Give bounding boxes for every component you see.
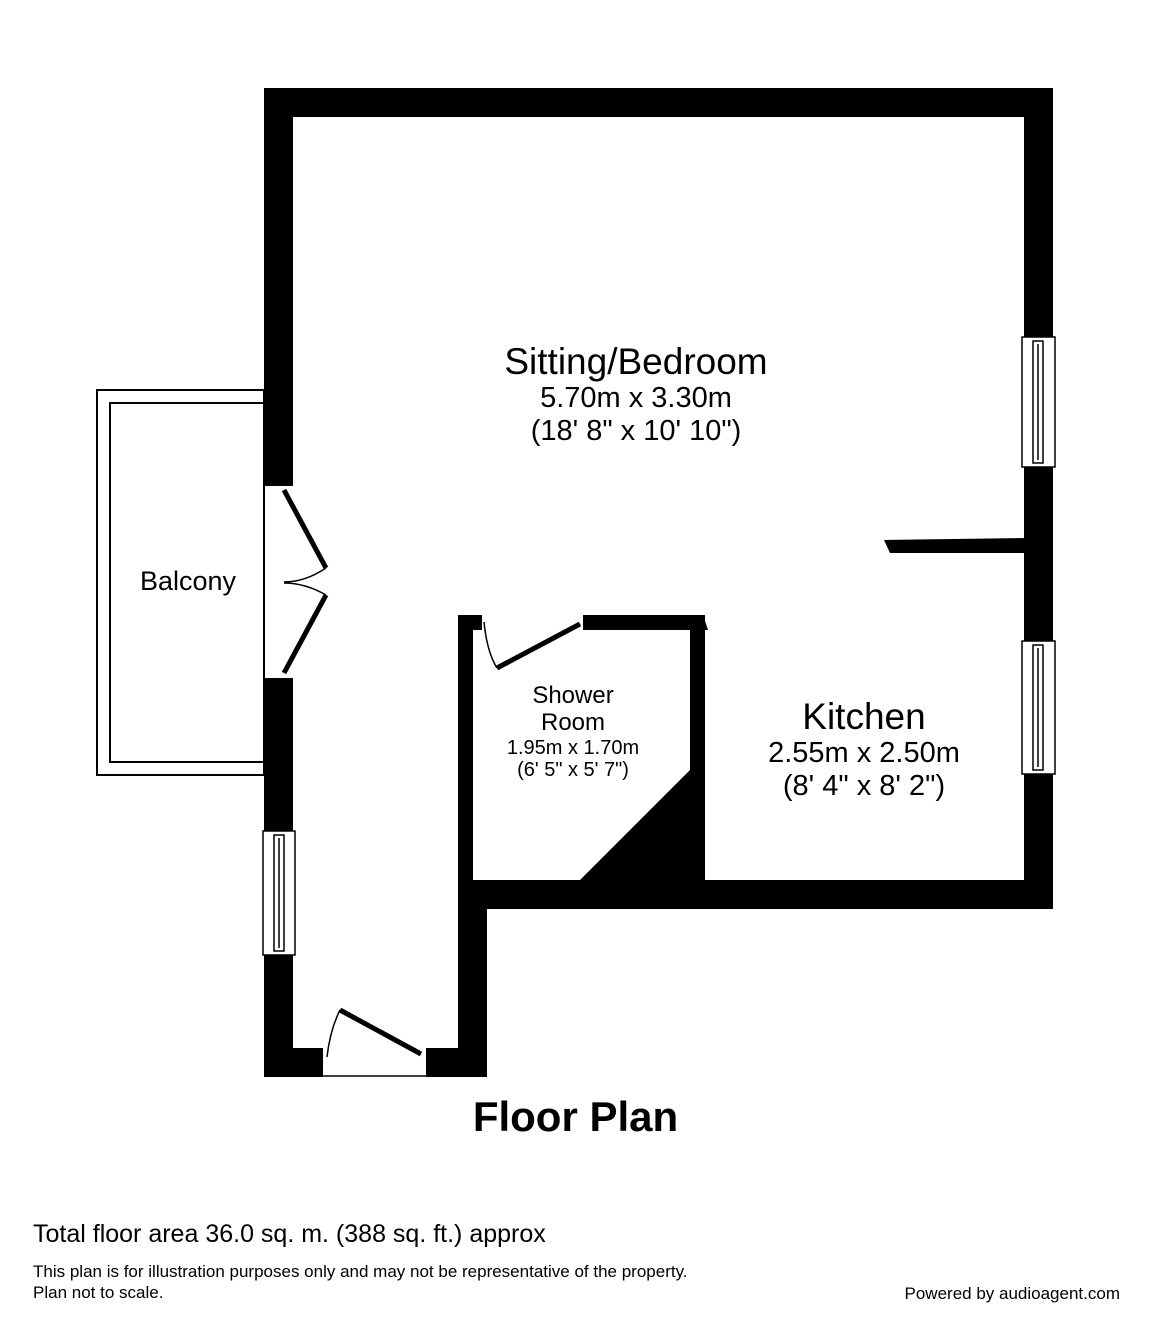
shower-room-door <box>483 621 582 671</box>
powered-by-credit: Powered by audioagent.com <box>904 1284 1120 1303</box>
disclaimer-line-2: Plan not to scale. <box>33 1283 164 1302</box>
room-dimensions-imperial: (8' 4" x 8' 2") <box>782 769 946 802</box>
room-dimensions-imperial: (6' 5" x 5' 7") <box>517 759 629 782</box>
room-name-line1: Shower <box>532 682 614 709</box>
window-left-corridor <box>262 830 296 956</box>
window-right-lower <box>1021 640 1056 775</box>
disclaimer-line-1: This plan is for illustration purposes o… <box>33 1262 688 1281</box>
room-name: Kitchen <box>802 696 926 737</box>
room-label-shower-room: Shower Room 1.95m x 1.70m (6' 5" x 5' 7"… <box>478 682 668 782</box>
room-dimensions-metric: 1.95m x 1.70m <box>506 736 640 759</box>
room-label-kitchen: Kitchen 2.55m x 2.50m (8' 4" x 8' 2") <box>744 696 984 802</box>
room-dimensions-imperial: (18' 8" x 10' 10") <box>530 414 742 447</box>
french-doors <box>263 486 329 678</box>
room-label-sitting-bedroom: Sitting/Bedroom 5.70m x 3.30m (18' 8" x … <box>486 341 786 447</box>
floor-plan-drawing <box>96 88 1056 1077</box>
room-dimensions-metric: 5.70m x 3.30m <box>540 382 732 415</box>
room-name-line2: Room <box>540 708 606 736</box>
entrance-door <box>323 1007 426 1077</box>
total-floor-area: Total floor area 36.0 sq. m. (388 sq. ft… <box>33 1220 546 1248</box>
walls <box>264 88 1053 1077</box>
room-name: Balcony <box>139 566 237 596</box>
room-label-balcony: Balcony <box>112 566 264 596</box>
window-right-upper <box>1021 336 1056 468</box>
plan-title: Floor Plan <box>472 1093 679 1140</box>
room-name: Sitting/Bedroom <box>504 341 768 382</box>
room-dimensions-metric: 2.55m x 2.50m <box>768 737 960 770</box>
